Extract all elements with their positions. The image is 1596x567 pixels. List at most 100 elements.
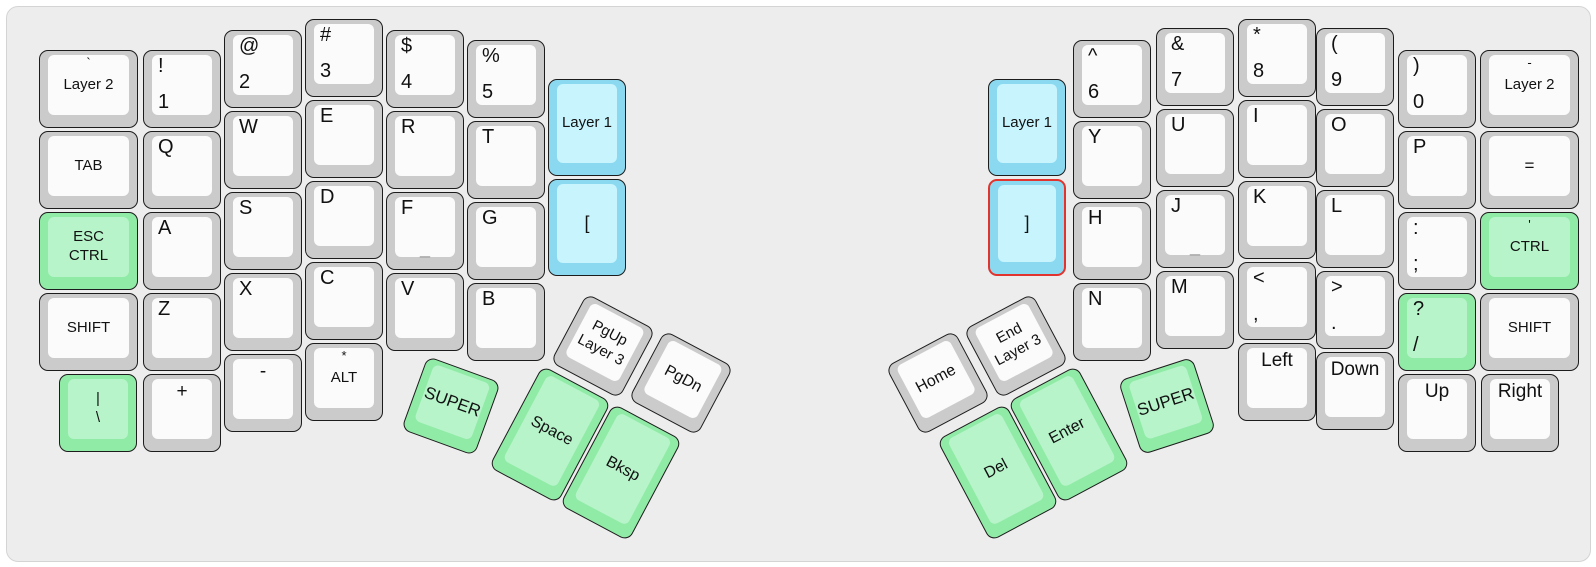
key-9[interactable]: (9 <box>1316 28 1394 106</box>
key-legend: L <box>1331 195 1343 217</box>
key-o[interactable]: O <box>1316 109 1394 187</box>
key-star-alt[interactable]: *ALT <box>305 343 383 421</box>
keycap-top: SUPER <box>413 363 491 441</box>
keycap-top: Home <box>895 338 977 421</box>
key-legend: & <box>1171 33 1185 55</box>
key-legend: - <box>1527 55 1532 70</box>
key-pipe-backslash[interactable]: |\ <box>59 374 137 452</box>
key-6[interactable]: ^6 <box>1073 40 1151 118</box>
key-comma[interactable]: <, <box>1238 262 1316 340</box>
keycap-top: L <box>1325 195 1385 255</box>
key-right[interactable]: Right <box>1481 374 1559 452</box>
key-minus[interactable]: - <box>224 354 302 432</box>
key-period[interactable]: >. <box>1316 271 1394 349</box>
key-f[interactable]: F_ <box>386 192 464 270</box>
key-y[interactable]: Y <box>1073 121 1151 199</box>
key-s[interactable]: S <box>224 192 302 270</box>
key-legend: ! <box>158 55 164 77</box>
key-2[interactable]: @2 <box>224 30 302 108</box>
key-shift-right[interactable]: SHIFT <box>1480 293 1579 371</box>
key-legend: ) <box>1413 55 1420 77</box>
key-legend: Layer 2 <box>1504 75 1555 93</box>
key-z[interactable]: Z <box>143 293 221 371</box>
key-e[interactable]: E <box>305 100 383 178</box>
key-t[interactable]: T <box>467 121 545 199</box>
key-plus[interactable]: + <box>143 374 221 452</box>
key-a[interactable]: A <box>143 212 221 290</box>
key-legend: . <box>1331 312 1337 334</box>
key-h[interactable]: H <box>1073 202 1151 280</box>
key-legend: X <box>239 278 253 300</box>
key-legend: D <box>320 186 335 208</box>
key-up[interactable]: Up <box>1398 374 1476 452</box>
key-v[interactable]: V <box>386 273 464 351</box>
key-q[interactable]: Q <box>143 131 221 209</box>
key-shift-left[interactable]: SHIFT <box>39 293 138 371</box>
keycap-top: (9 <box>1325 33 1385 93</box>
key-m[interactable]: M <box>1156 271 1234 349</box>
key-legend: Layer 2 <box>63 75 114 93</box>
key-backtick-layer2[interactable]: `Layer 2 <box>39 50 138 128</box>
key-x[interactable]: X <box>224 273 302 351</box>
key-legend: # <box>320 24 332 46</box>
key-0[interactable]: )0 <box>1398 50 1476 128</box>
key-semicolon[interactable]: :; <box>1398 212 1476 290</box>
key-legend: O <box>1331 114 1347 136</box>
key-legend: 6 <box>1088 81 1100 103</box>
key-w[interactable]: W <box>224 111 302 189</box>
key-r[interactable]: R <box>386 111 464 189</box>
key-5[interactable]: %5 <box>467 40 545 118</box>
key-rbracket[interactable]: ] <box>988 179 1066 276</box>
key-p[interactable]: P <box>1398 131 1476 209</box>
key-legend: G <box>482 207 498 229</box>
key-layer1-left[interactable]: Layer 1 <box>548 79 626 176</box>
key-down[interactable]: Down <box>1316 352 1394 430</box>
keycap-top: Layer 1 <box>997 84 1057 163</box>
keycap-top: Q <box>152 136 212 196</box>
key-layer1-right[interactable]: Layer 1 <box>988 79 1066 176</box>
key-g[interactable]: G <box>467 202 545 280</box>
key-legend: 5 <box>482 81 494 103</box>
key-n[interactable]: N <box>1073 283 1151 361</box>
key-legend: SUPER <box>421 383 484 422</box>
key-3[interactable]: #3 <box>305 19 383 97</box>
key-u[interactable]: U <box>1156 109 1234 187</box>
keycap-top: U <box>1165 114 1225 174</box>
key-1[interactable]: !1 <box>143 50 221 128</box>
keycap-top: E <box>314 105 374 165</box>
keycap-top: :; <box>1407 217 1467 277</box>
keycap-top: |\ <box>68 379 128 439</box>
key-i[interactable]: I <box>1238 100 1316 178</box>
key-left[interactable]: Left <box>1238 343 1316 421</box>
key-tab[interactable]: TAB <box>39 131 138 209</box>
key-4[interactable]: $4 <box>386 30 464 108</box>
keycap-top: >. <box>1325 276 1385 336</box>
key-b[interactable]: B <box>467 283 545 361</box>
key-legend: ? <box>1413 298 1425 320</box>
keycap-top: Z <box>152 298 212 358</box>
key-legend: C <box>320 267 335 289</box>
key-legend: * <box>341 348 347 363</box>
key-j[interactable]: J_ <box>1156 190 1234 268</box>
key-minus-layer2[interactable]: - Layer 2 <box>1480 50 1579 128</box>
key-legend: = <box>1524 156 1535 176</box>
key-c[interactable]: C <box>305 262 383 340</box>
key-8[interactable]: *8 <box>1238 19 1316 97</box>
key-d[interactable]: D <box>305 181 383 259</box>
key-7[interactable]: &7 <box>1156 28 1234 106</box>
key-lbracket[interactable]: [ <box>548 179 626 276</box>
key-legend: PgDn <box>661 362 705 396</box>
key-quote-ctrl[interactable]: 'CTRL <box>1480 212 1579 290</box>
key-question-slash[interactable]: ?/ <box>1398 293 1476 371</box>
key-legend: TAB <box>74 156 103 174</box>
key-super-right[interactable]: SUPER <box>1117 356 1217 456</box>
key-equals[interactable]: = <box>1480 131 1579 209</box>
key-legend: - <box>259 361 267 382</box>
key-l[interactable]: L <box>1316 190 1394 268</box>
keycap-top: <, <box>1247 267 1307 327</box>
key-super-left[interactable]: SUPER <box>401 356 501 456</box>
key-k[interactable]: K <box>1238 181 1316 259</box>
